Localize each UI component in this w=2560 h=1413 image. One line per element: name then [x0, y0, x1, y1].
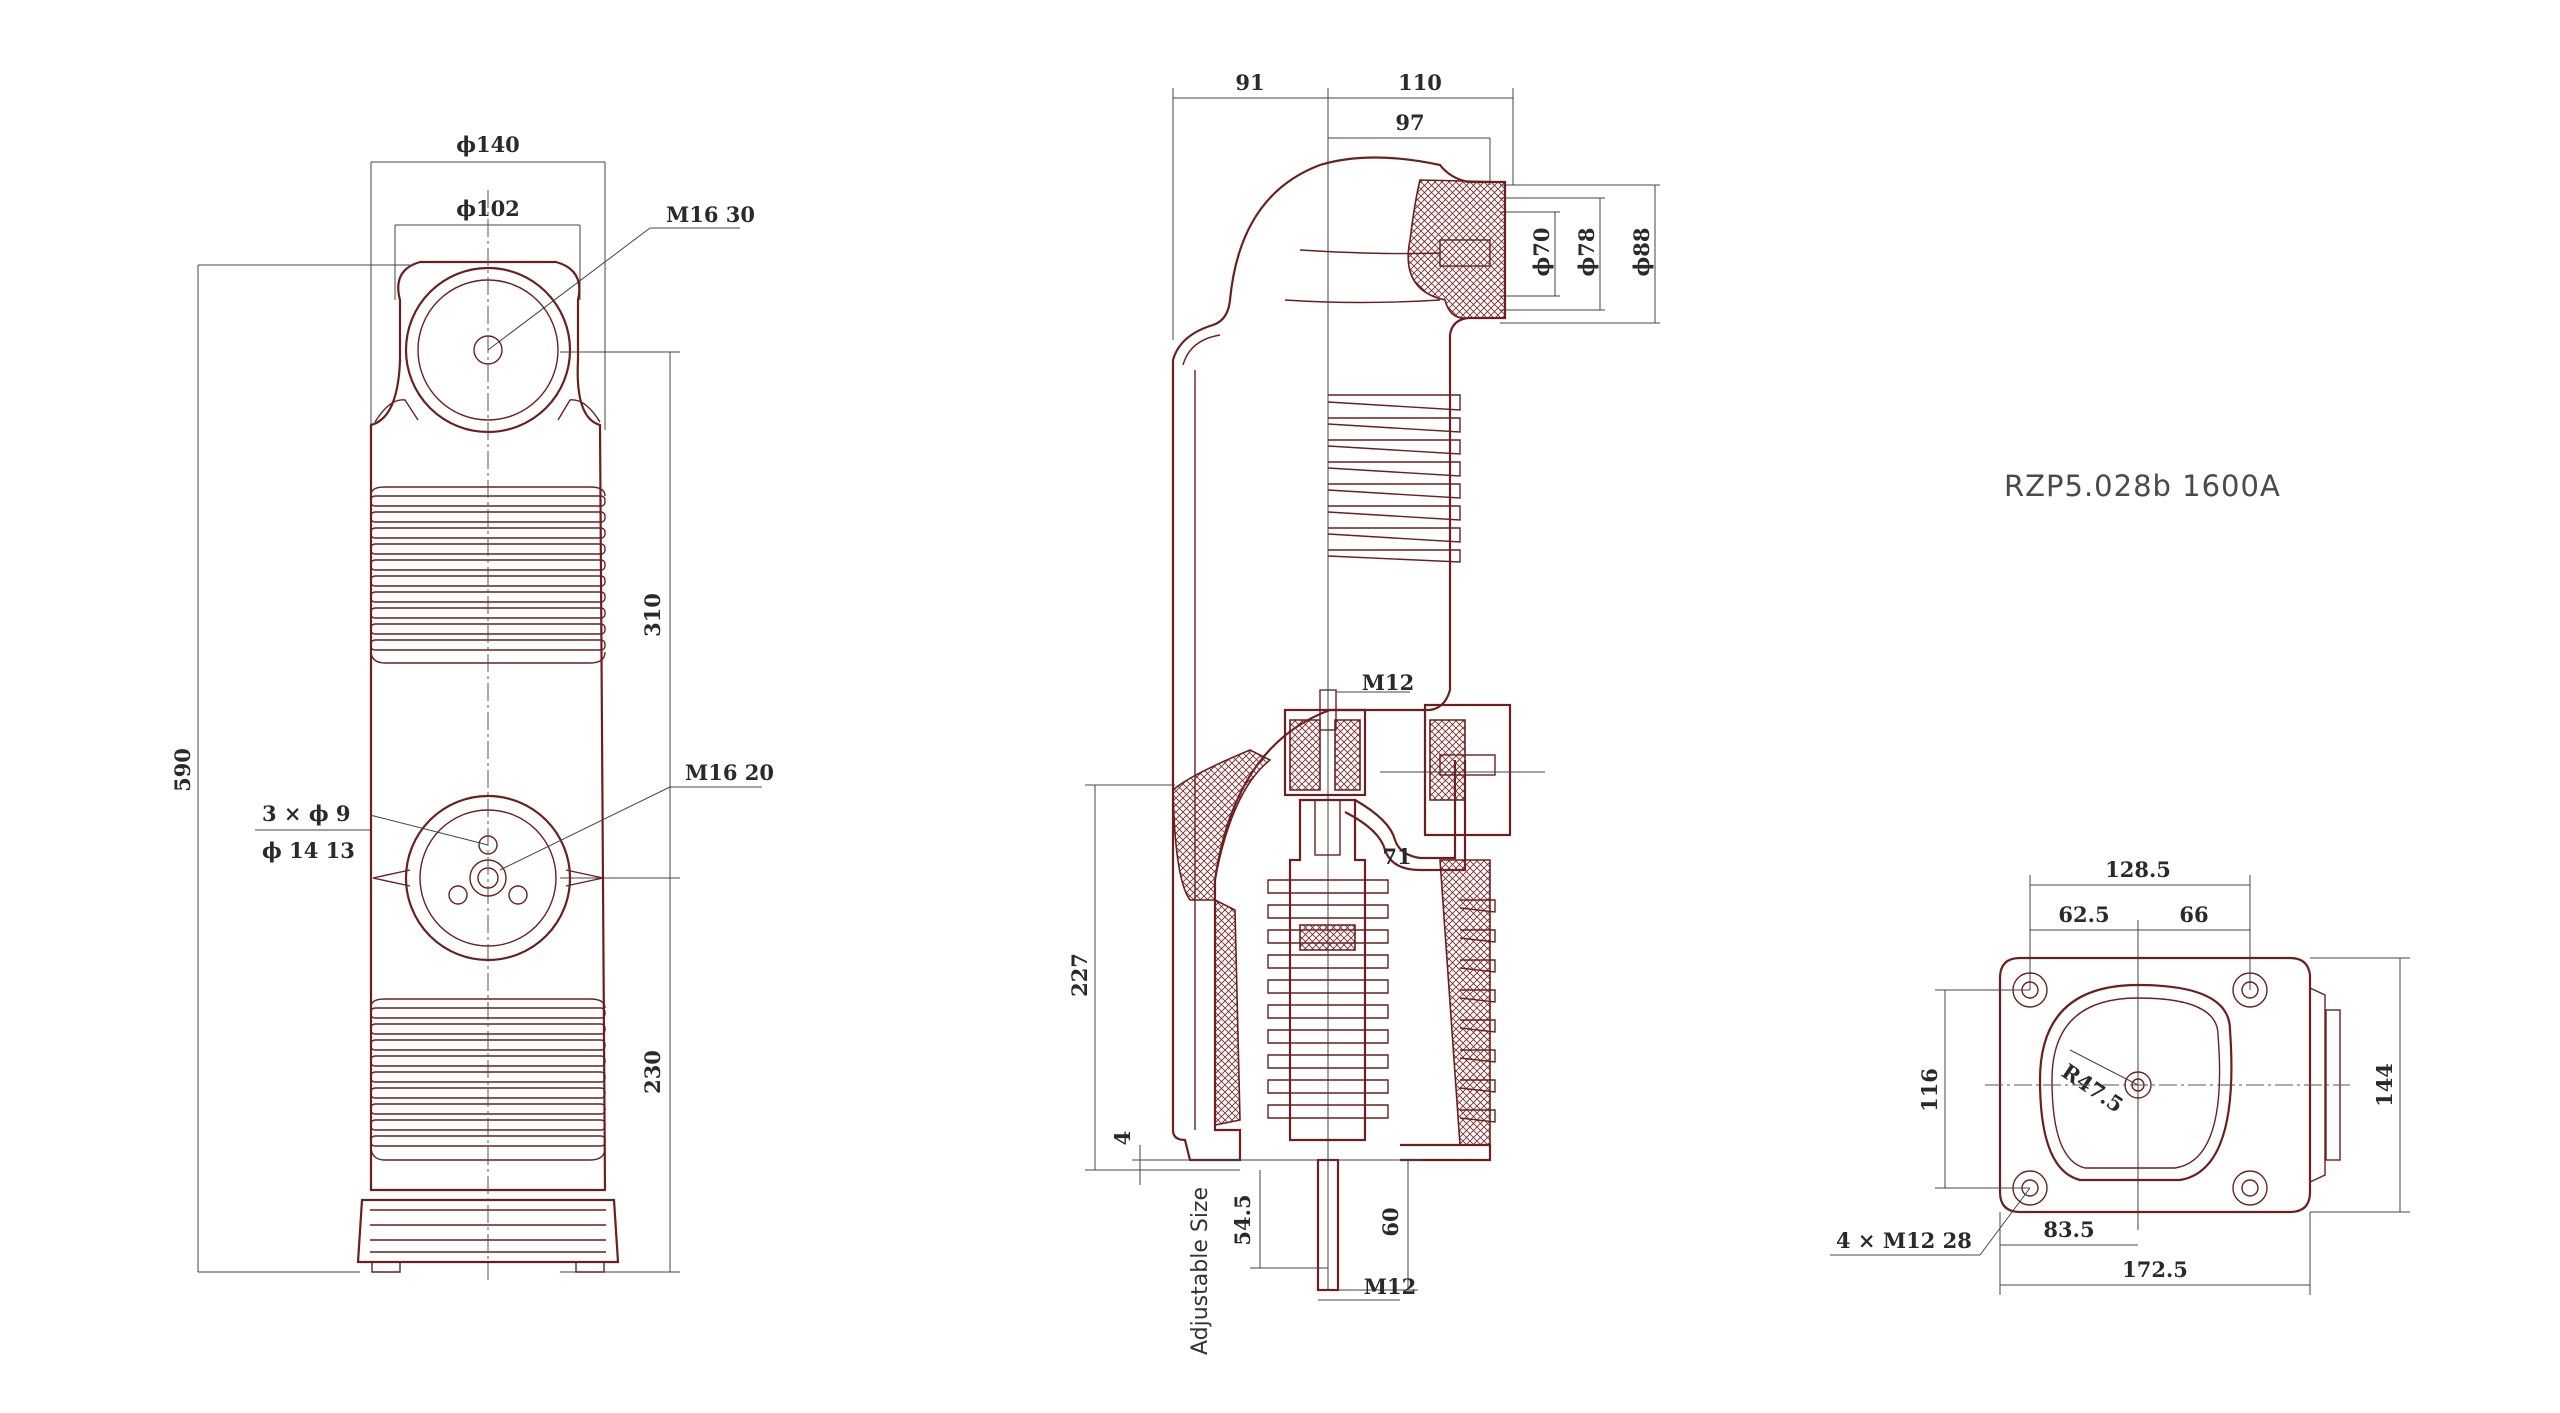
dim-144: 144: [2372, 1063, 2397, 1107]
dim-m12-bottom: M12: [1364, 1274, 1416, 1299]
dim-172-5: 172.5: [2122, 1257, 2188, 1282]
dim-128-5: 128.5: [2105, 857, 2171, 882]
dim-phi70: ϕ70: [1529, 228, 1554, 277]
dim-4: 4: [1110, 1131, 1135, 1146]
dim-phi88: ϕ88: [1629, 228, 1654, 277]
dim-62-5: 62.5: [2058, 902, 2109, 927]
dim-230: 230: [640, 1050, 665, 1094]
dim-54-5: 54.5: [1230, 1194, 1255, 1245]
dim-91: 91: [1235, 70, 1264, 95]
dim-phi14-13: ϕ 14 13: [262, 838, 355, 863]
dim-m16-20: M16 20: [685, 760, 774, 785]
dim-phi78: ϕ78: [1574, 228, 1599, 277]
dim-110: 110: [1398, 70, 1442, 95]
adjustable-size-note: Adjustable Size: [1188, 1187, 1213, 1355]
dim-3-holes: 3 × ϕ 9: [262, 801, 351, 826]
dim-m12-top: M12: [1362, 670, 1414, 695]
dim-116: 116: [1917, 1068, 1942, 1112]
side-view: 91 110 97 ϕ70 ϕ78 ϕ88: [1067, 70, 1660, 1355]
dim-m16-30: M16 30: [666, 202, 755, 227]
dim-60: 60: [1378, 1207, 1403, 1236]
dim-phi140: ϕ140: [456, 132, 520, 157]
dim-227: 227: [1067, 953, 1092, 997]
bottom-view: 128.5 62.5 66 R47.5 116 14: [1830, 857, 2410, 1295]
dim-r47-5: R47.5: [2057, 1058, 2128, 1117]
dim-71: 71: [1382, 844, 1411, 869]
dim-97: 97: [1395, 110, 1424, 135]
dim-310: 310: [640, 593, 665, 637]
drawing-title: RZP5.028b 1600A: [2004, 469, 2281, 503]
dim-83-5: 83.5: [2043, 1217, 2094, 1242]
dim-66: 66: [2179, 902, 2208, 927]
front-view: ϕ140 ϕ102 M16 30 590 310 230: [170, 132, 774, 1280]
dim-590: 590: [170, 748, 195, 792]
dim-4-m12-28: 4 × M12 28: [1836, 1228, 1972, 1253]
